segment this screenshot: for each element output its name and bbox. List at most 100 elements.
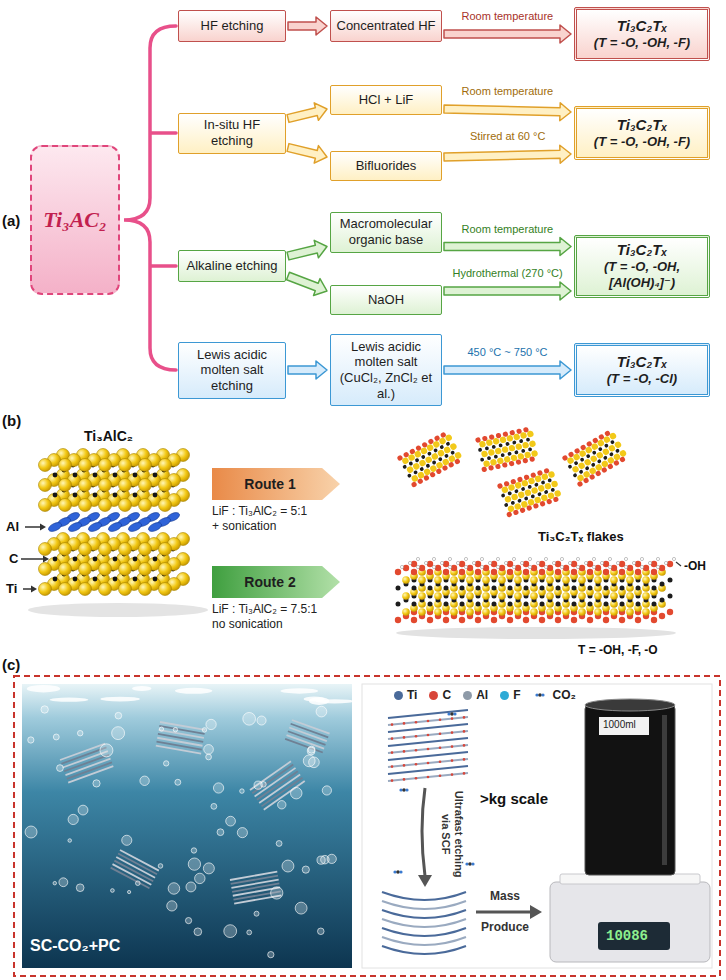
splash [132, 686, 151, 691]
mxene-flake [396, 430, 464, 488]
atom [562, 608, 570, 616]
legend-text: F [513, 688, 520, 702]
atom [433, 448, 438, 453]
bubble [167, 901, 177, 911]
condition-label: Stirred at 60 °C [468, 130, 547, 143]
block-arrow [288, 17, 327, 35]
atom [515, 443, 523, 451]
ti-atom [119, 499, 132, 512]
atom [475, 561, 481, 567]
c-atom [153, 557, 158, 562]
atom [475, 617, 481, 623]
atom [439, 445, 444, 450]
bubble [194, 928, 202, 936]
bubble [135, 881, 140, 886]
atom [513, 509, 520, 516]
atom [579, 565, 585, 571]
shadow [28, 603, 208, 617]
mxene-layer [157, 738, 202, 746]
atom [609, 452, 614, 457]
condition-label: Room temperature [460, 85, 556, 98]
al-atom [147, 521, 163, 533]
atom [485, 446, 490, 451]
atom [459, 569, 465, 575]
bubble [175, 779, 181, 785]
atom [488, 465, 494, 471]
c-atom [415, 777, 418, 780]
atom [482, 608, 490, 616]
etchant-box: Lewis acidic molten salt (CuCl₂, ZnCl₂ e… [330, 334, 442, 406]
co2-atom [396, 870, 400, 874]
atom [613, 459, 620, 466]
scale-display [598, 922, 670, 950]
block-arrow [444, 145, 571, 163]
block-arrow [444, 238, 571, 256]
mxene-layer [388, 731, 468, 739]
bubble [112, 727, 125, 740]
c-atom [427, 776, 430, 779]
c-atom [53, 557, 58, 562]
atom [571, 617, 577, 623]
atom [556, 602, 561, 607]
co2-atom [405, 788, 408, 791]
atom [508, 586, 513, 591]
block-arrow [287, 144, 327, 164]
precursor-box: Ti₃AC₂ [30, 145, 120, 295]
oh-group [520, 561, 523, 564]
atom [486, 439, 494, 447]
atom [443, 617, 449, 623]
co2-atom [471, 862, 474, 865]
process-arrow [476, 911, 532, 914]
c-atom [451, 731, 454, 734]
atom [402, 592, 410, 600]
atom [427, 451, 432, 456]
c-atom [153, 493, 158, 498]
oh-group [656, 565, 659, 568]
al-atom [67, 521, 83, 533]
layer-stack [60, 744, 113, 783]
bubble [271, 887, 283, 899]
c-atom [391, 779, 394, 782]
beaker [585, 705, 675, 875]
legend-item: F [500, 688, 520, 702]
atom [619, 561, 625, 567]
c-atom [93, 577, 98, 582]
atom [499, 565, 505, 571]
bubble [307, 747, 315, 755]
atom [533, 503, 540, 510]
c-atom [153, 577, 158, 582]
oh-group [592, 565, 595, 568]
bubble [254, 911, 259, 916]
co2-atom [465, 862, 468, 865]
mxene-layer [231, 880, 278, 888]
oh-group [480, 557, 483, 560]
atom [504, 503, 509, 508]
atom [546, 576, 554, 584]
bubble [191, 848, 196, 853]
legend-swatch [500, 691, 509, 700]
panel-label: (a) [2, 212, 20, 230]
node-text: Ti₃C₂Tₓ [617, 116, 668, 134]
atom [544, 490, 549, 495]
condition-note: + sonication [212, 519, 276, 533]
mxene-layer [159, 726, 204, 734]
atom [507, 569, 513, 575]
atom [432, 460, 437, 465]
bubble [211, 803, 217, 809]
atom [539, 569, 545, 575]
mxene-layer [60, 744, 105, 760]
atom [481, 466, 487, 472]
arrow-head [418, 875, 432, 887]
ti-atom [39, 543, 52, 556]
atom [550, 487, 555, 492]
display-reading: 10086 [606, 928, 648, 945]
atom-label: Ti [6, 581, 17, 597]
c-atom [403, 722, 406, 725]
atom [507, 451, 512, 456]
oh-group [672, 557, 675, 560]
atom [636, 586, 641, 591]
oh-group [464, 565, 467, 568]
atom [586, 454, 591, 459]
atom [522, 441, 530, 449]
atom [517, 491, 525, 499]
